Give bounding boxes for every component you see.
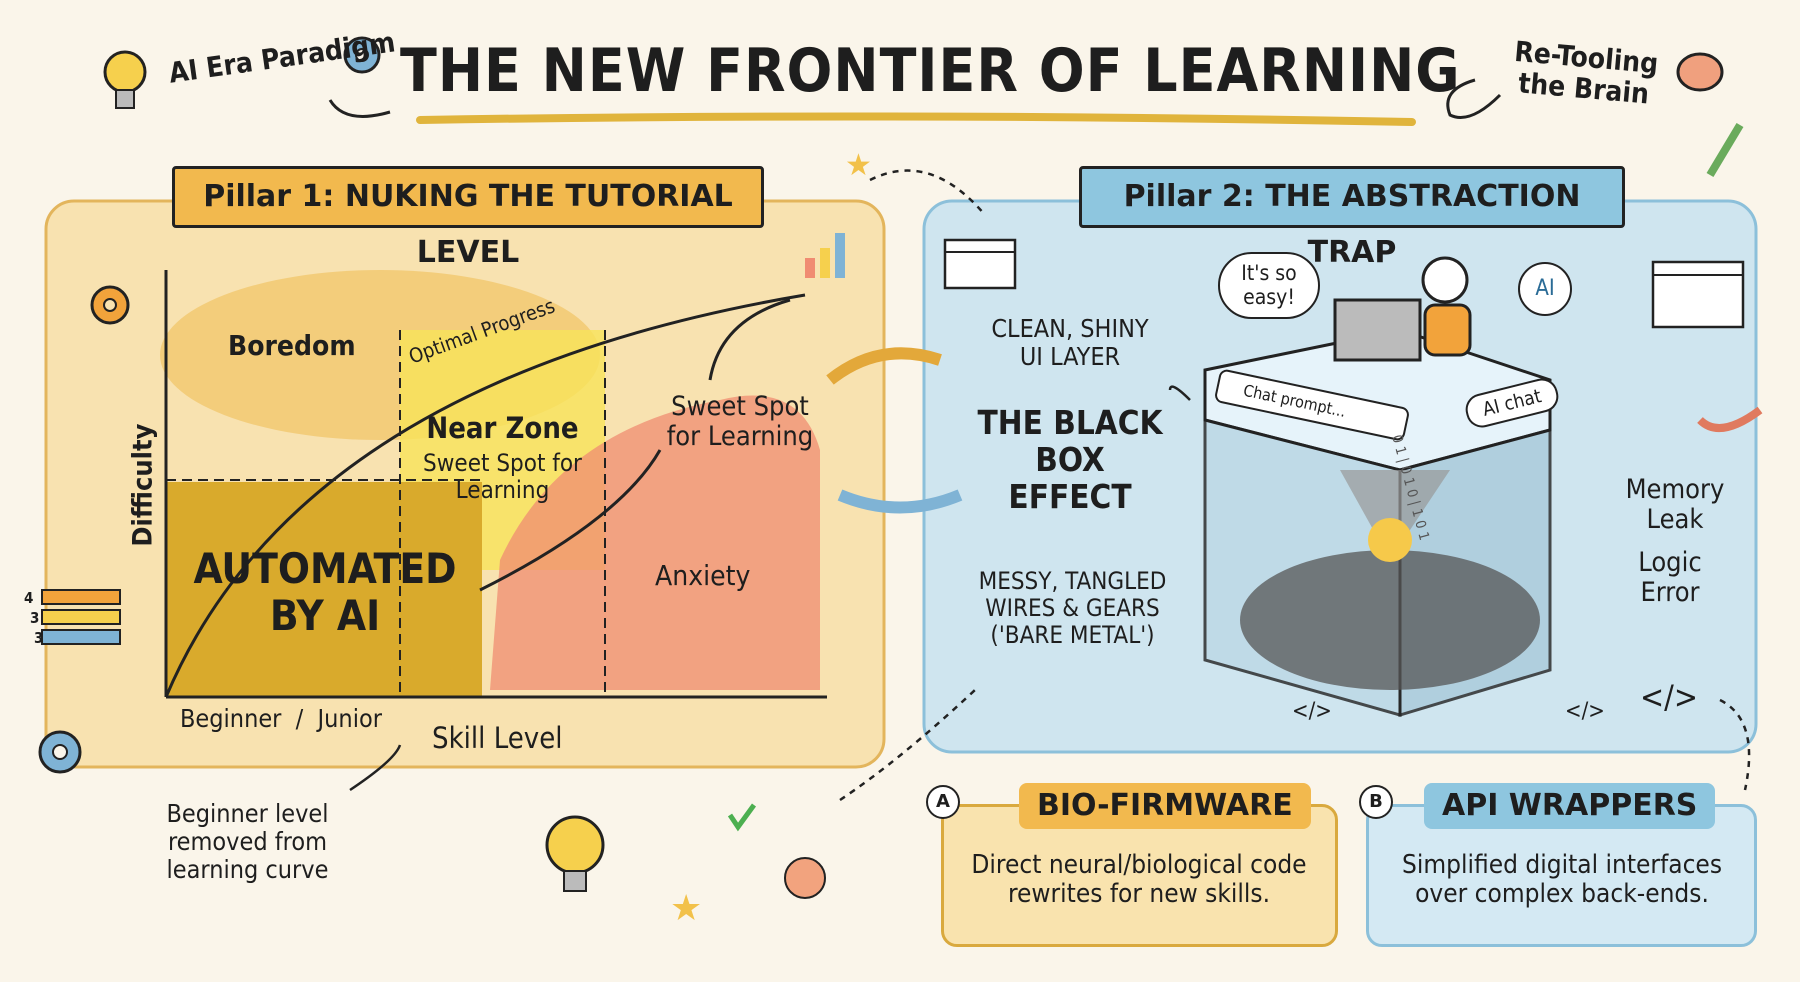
sweet-spot-label: Sweet Spot for Learning [666, 391, 814, 453]
near-zone-label: Near Zone [426, 411, 579, 445]
pillar2-banner: Pillar 2: THE ABSTRACTION TRAP [1079, 166, 1625, 270]
automated-by-ai-label: AUTOMATED BY AI [193, 544, 457, 641]
thought-bubble: It's so easy! [1218, 252, 1320, 320]
bio-firmware-card: A BIO-FIRMWARE Direct neural/biological … [926, 783, 1338, 947]
gear-icon [343, 36, 381, 74]
boredom-label: Boredom [228, 329, 356, 362]
ai-bubble: AI [1518, 262, 1572, 316]
beginner-removed-note: Beginner level removed from learning cur… [166, 799, 329, 884]
y-axis-label: Difficulty [127, 423, 159, 547]
list-bars-icon [41, 589, 121, 645]
card-letter: B [1359, 785, 1393, 819]
arrow-down-icon [1706, 122, 1744, 178]
code-tag-icon: </> [1292, 699, 1332, 724]
anxiety-zone [490, 395, 820, 690]
arrow-right-icon [826, 347, 942, 385]
bar-chart-icon [805, 233, 845, 278]
optimal-progress-curve [164, 293, 806, 698]
browser-window-icon [943, 238, 1017, 290]
anxiety-label: Anxiety [655, 559, 751, 592]
smiley-icon [784, 857, 826, 899]
arrow-icon [1446, 78, 1502, 119]
ui-layer-label: CLEAN, SHINY UI LAYER [991, 314, 1149, 371]
near-zone-sub-label: Sweet Spot for Learning [423, 449, 582, 504]
arrow-icon [328, 99, 391, 118]
x-axis-label: Skill Level [432, 721, 563, 755]
x-ticks-label: Beginner / Junior [180, 704, 382, 733]
black-box-illustration [1203, 256, 1552, 718]
star-icon: ★ [670, 888, 702, 929]
memory-leak-label: Memory Leak [1625, 474, 1725, 536]
brain-icon [1676, 52, 1724, 92]
black-box-label: THE BLACK BOX EFFECT [977, 403, 1163, 516]
broken-wire-icon [1697, 406, 1763, 432]
card-text: Direct neural/biological code rewrites f… [971, 850, 1307, 910]
logic-error-label: Logic Error [1638, 547, 1702, 609]
checkmark-icon [727, 803, 757, 832]
side-number: 3 [30, 609, 40, 627]
card-title: BIO-FIRMWARE [1019, 783, 1311, 829]
gear-icon [38, 730, 82, 774]
arrow-left-icon [837, 489, 963, 514]
pillar1-banner: Pillar 1: NUKING THE TUTORIAL LEVEL [172, 166, 764, 270]
side-number: 3 [34, 629, 44, 647]
lightbulb-icon [545, 815, 605, 892]
gear-icon [90, 285, 130, 325]
title-underline [416, 112, 1416, 126]
messy-wires-label: MESSY, TANGLED WIRES & GEARS ('BARE META… [978, 567, 1167, 649]
card-title: API WRAPPERS [1424, 783, 1716, 829]
code-tag-icon: </> [1640, 678, 1698, 716]
code-window-icon [1651, 260, 1745, 329]
star-icon: ★ [845, 148, 872, 183]
code-tag-icon: </> [1565, 699, 1605, 724]
side-number: 4 [24, 589, 34, 607]
lightbulb-icon [103, 50, 147, 109]
automated-zone [166, 482, 482, 697]
card-letter: A [926, 785, 960, 819]
card-text: Simplified digital interfaces over compl… [1401, 850, 1723, 910]
page-title: THE NEW FRONTIER OF LEARNING [400, 36, 1461, 106]
api-wrappers-card: B API WRAPPERS Simplified digital interf… [1359, 783, 1757, 947]
